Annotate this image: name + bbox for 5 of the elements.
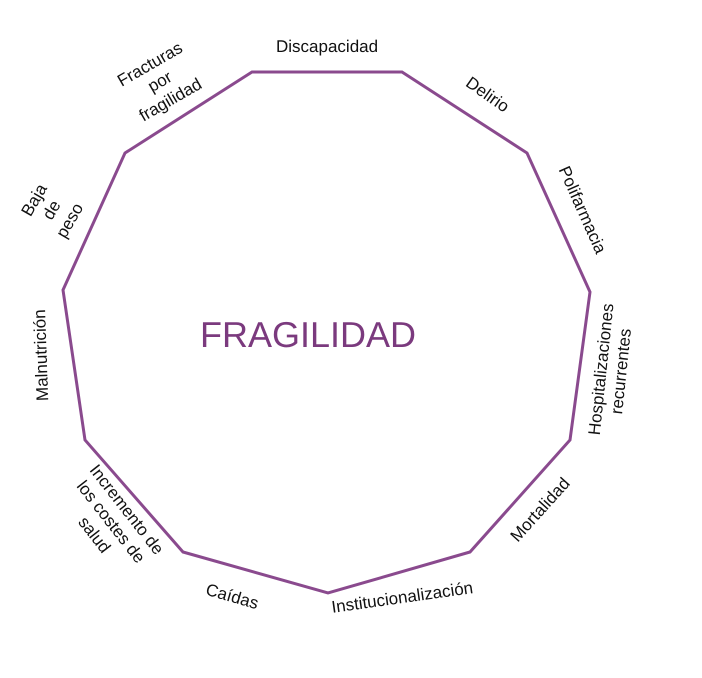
side-label: Hospitalizaciones recurrentes <box>584 300 636 438</box>
side-label: Caídas <box>203 580 261 614</box>
side-label: Discapacidad <box>276 37 378 58</box>
side-label: Malnutrición <box>30 309 54 402</box>
center-title: FRAGILIDAD <box>200 314 416 356</box>
